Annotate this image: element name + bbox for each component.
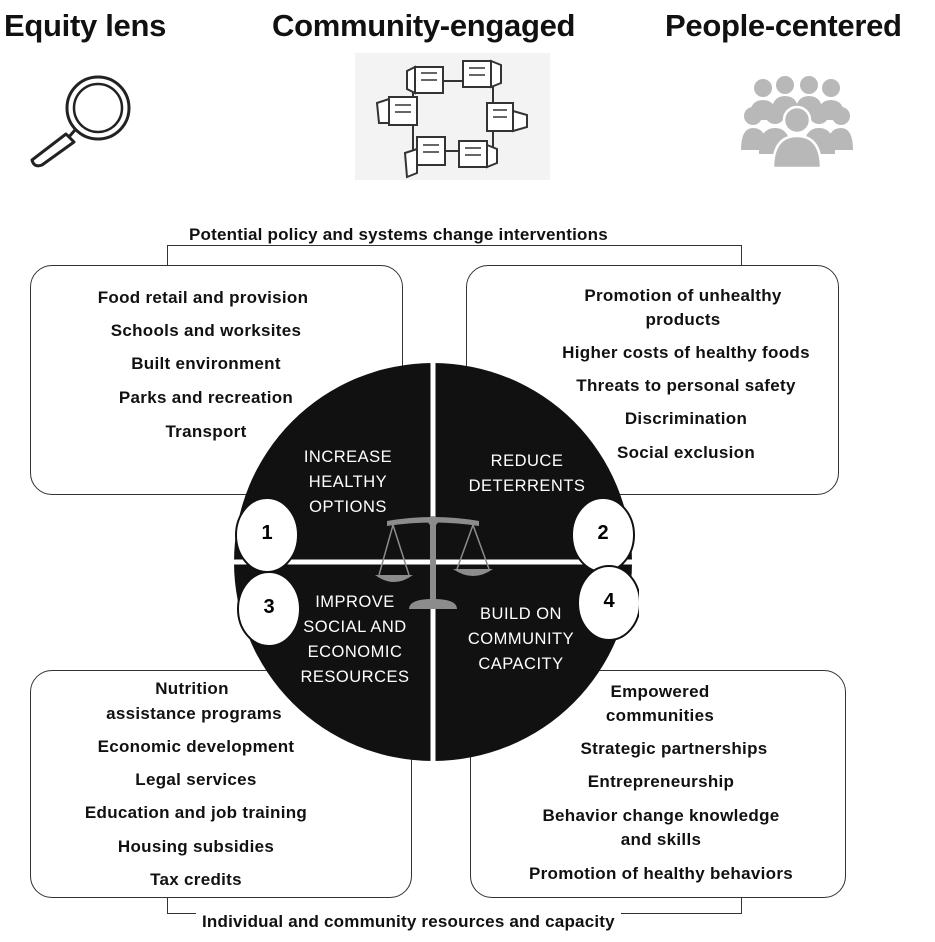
balance-scale-icon [375,516,493,609]
list-item: Tax credits [150,870,242,889]
quadrant-label-line: OPTIONS [309,498,387,516]
quadrant-number-4: 4 [603,590,615,612]
quadrant-label-line: COMMUNITY [467,630,575,648]
number-badge-4 [577,565,639,641]
list-item: Threats to personal safety [576,376,796,395]
list-item: Transport [165,422,247,441]
number-badge-3 [237,571,301,647]
quadrant-label-line: RESOURCES [300,668,410,686]
caption-top: Potential policy and systems change inte… [183,225,614,245]
list-item: Legal services [135,770,257,789]
quadrant-label-line: CAPACITY [478,655,564,673]
quadrant-label-4: BUILD ON COMMUNITY CAPACITY [456,602,586,677]
list-item: Promotion of unhealthy [584,286,782,305]
quadrant-label-line: ECONOMIC [307,643,403,661]
list-item: and skills [620,830,702,849]
quadrant-label-3: IMPROVE SOCIAL AND ECONOMIC RESOURCES [292,590,418,690]
list-item: communities [605,706,715,725]
quadrant-label-line: BUILD ON [480,605,562,623]
list-item: Housing subsidies [117,837,275,856]
list-item: Behavior change knowledge [542,806,780,825]
list-item: Economic development [97,737,295,756]
list-item: Food retail and provision [97,288,309,307]
list-item: assistance programs [106,704,282,723]
header-community-engaged: Community-engaged [272,8,576,43]
group-of-people-icon [741,76,853,168]
quadrant-label-line: REDUCE [490,452,564,470]
quadrant-label-line: IMPROVE [315,593,395,611]
list-item: Education and job training [84,803,308,822]
list-item: Schools and worksites [110,321,302,340]
list-item: Parks and recreation [118,388,294,407]
quadrant-label-1: INCREASE HEALTHY OPTIONS [288,445,408,520]
list-item: Strategic partnerships [580,739,768,758]
list-item: Social exclusion [616,443,756,462]
quadrant-number-2: 2 [597,522,609,544]
list-item: Entrepreneurship [587,772,735,791]
top-bracket [167,245,742,266]
list-item: products [645,310,721,329]
list-item: Empowered [610,682,710,701]
quadrant-label-line: INCREASE [303,448,393,466]
quadrant-label-line: HEALTHY [308,473,388,491]
list-item: Discrimination [624,409,748,428]
magnifying-glass-icon [30,75,131,168]
central-circle [227,363,639,761]
list-item: Higher costs of healthy foods [562,343,810,362]
quadrant-label-line: SOCIAL AND [303,618,407,636]
quadrant-label-2: REDUCE DETERRENTS [462,449,592,499]
header-people-centered: People-centered [665,8,902,43]
quadrant-number-3: 3 [263,596,275,618]
caption-bottom: Individual and community resources and c… [196,912,621,932]
list-item: Promotion of healthy behaviors [528,864,794,883]
header-equity-lens: Equity lens [4,8,167,43]
list-item: Built environment [131,354,281,373]
quadrant-label-line: DETERRENTS [468,477,586,495]
quadrant-number-1: 1 [261,522,273,544]
list-item: Nutrition [155,679,229,698]
interlocked-hands-icon [355,53,550,180]
